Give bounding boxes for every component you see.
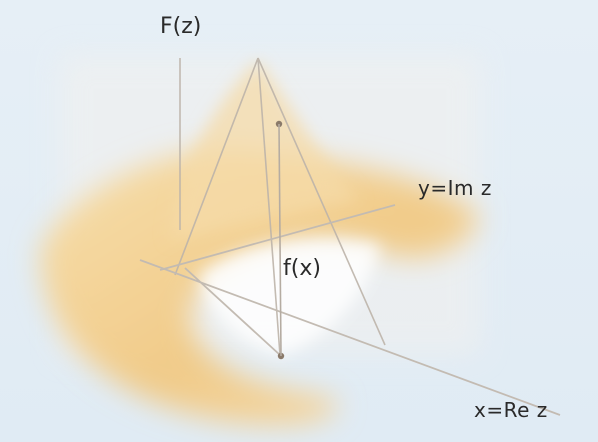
- real-axis-label: x=Re z: [474, 400, 548, 420]
- imaginary-axis-label: y=Im z: [418, 178, 492, 198]
- curve-function-label: f(x): [283, 258, 321, 280]
- surface-function-label: F(z): [160, 16, 201, 38]
